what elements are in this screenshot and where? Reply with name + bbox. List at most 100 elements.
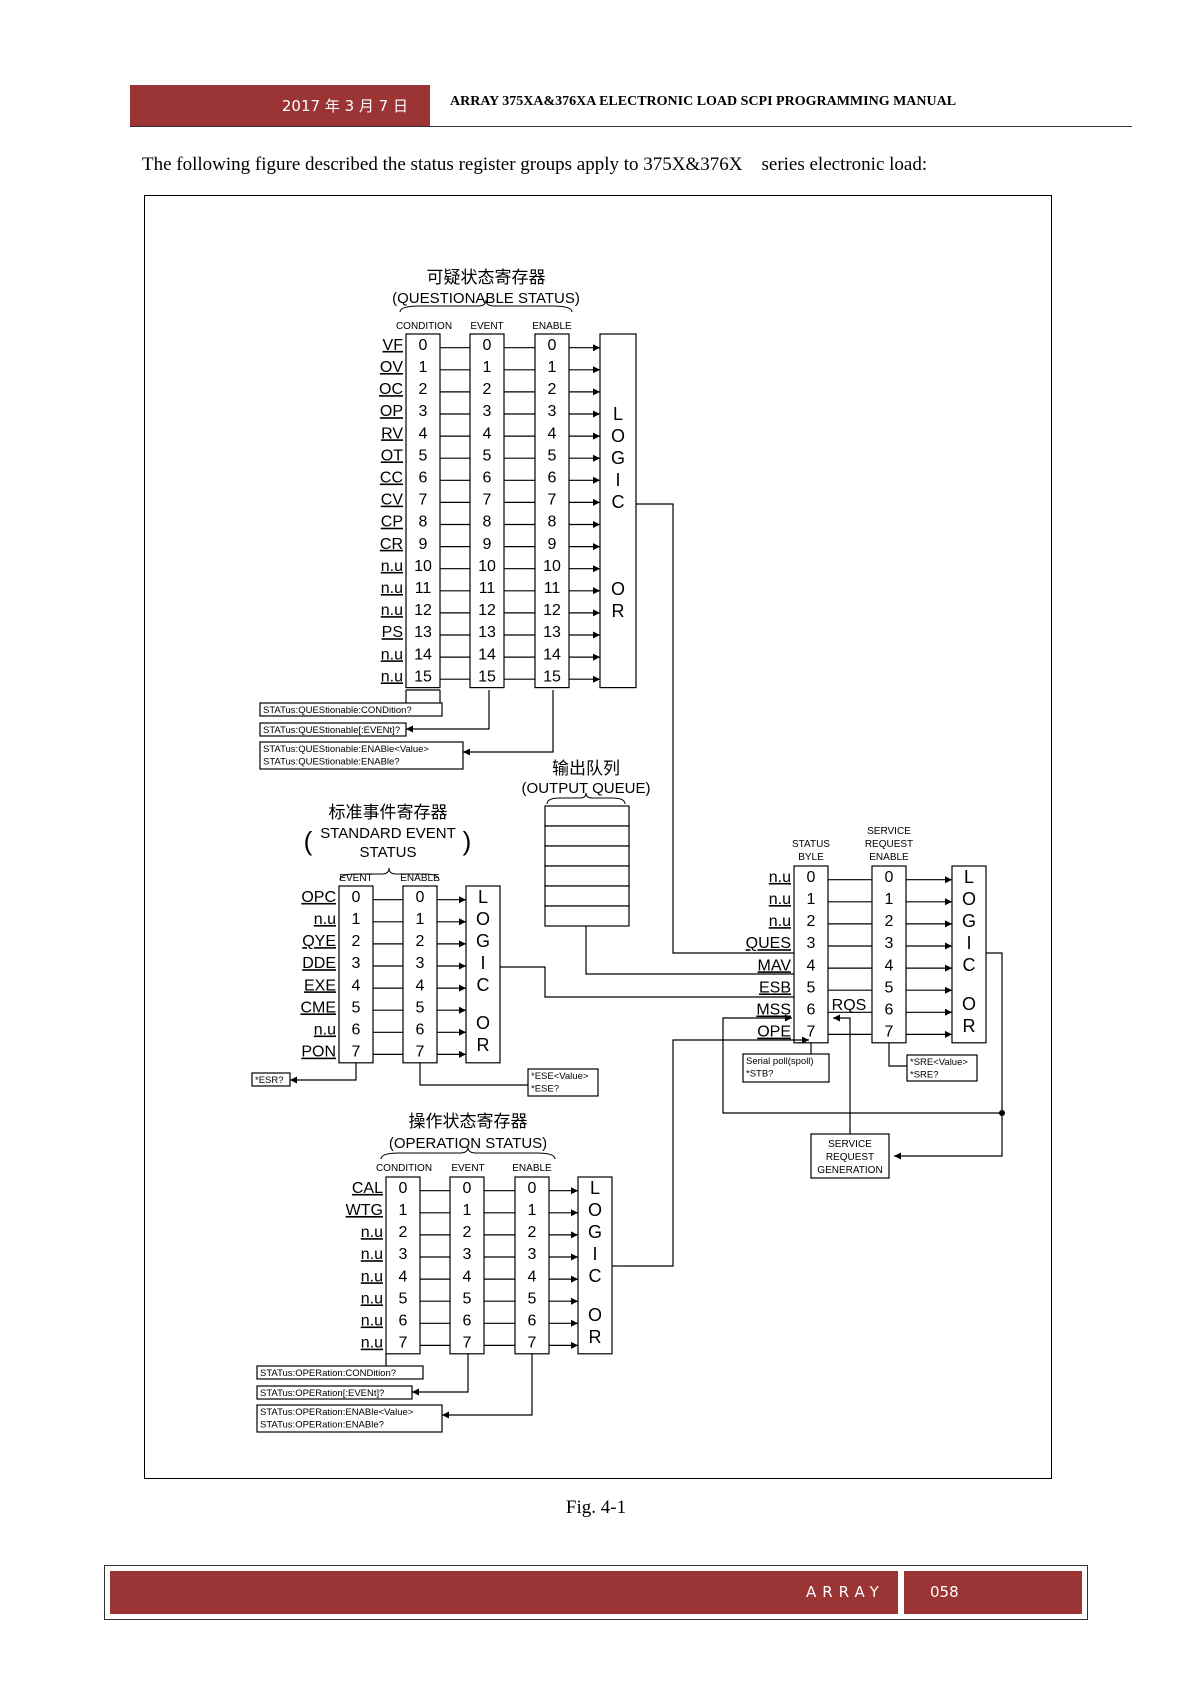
status-byte-bit-1-6: 6: [885, 1002, 894, 1019]
status-byte-label-3: QUES: [746, 935, 791, 952]
operation-column-0: [385, 1176, 421, 1355]
questionable-bit-1-11: 11: [479, 580, 496, 597]
operation-bit-0-0: 0: [399, 1180, 408, 1197]
operation-row-arrow: [571, 1209, 578, 1217]
status-byte-logic-letter: R: [963, 1016, 976, 1036]
questionable-bit-2-2: 2: [548, 381, 557, 398]
standard-title-cn: 标准事件寄存器: [329, 803, 448, 822]
operation-bit-2-7: 7: [528, 1335, 537, 1352]
operation-label-4: n.u: [361, 1268, 383, 1285]
questionable-bit-0-7: 7: [419, 492, 428, 509]
status-byte-logic-letter: I: [966, 933, 971, 953]
operation-bit-0-7: 7: [399, 1335, 408, 1352]
operation-row-arrow: [571, 1253, 578, 1261]
questionable-bit-0-11: 11: [415, 580, 432, 597]
operation-row-arrow: [571, 1187, 578, 1195]
operation-bit-2-2: 2: [528, 1224, 537, 1241]
standard-paren-close: ): [463, 826, 472, 856]
questionable-bit-2-15: 15: [543, 668, 561, 685]
status-byte-column-1: [871, 865, 907, 1044]
questionable-bit-2-9: 9: [548, 536, 557, 553]
questionable-bit-2-5: 5: [548, 447, 557, 464]
standard-title-en1: STANDARD EVENT: [320, 825, 456, 842]
status-byte-rqs: RQS: [832, 997, 867, 1014]
operation-label-6: n.u: [361, 1313, 383, 1330]
questionable-row-arrow: [593, 675, 600, 683]
cmd-link: [442, 1354, 533, 1416]
mss-feedback-line: [722, 1017, 1002, 1114]
status-byte-bit-1-7: 7: [885, 1024, 894, 1041]
questionable-bit-1-1: 1: [483, 359, 492, 376]
standard-bit-1-4: 4: [416, 977, 425, 994]
status-byte-row-arrow: [945, 898, 952, 906]
questionable-row-arrow: [593, 587, 600, 595]
questionable-cmd-enable-text: STATus:QUEStionable:ENABle<Value>: [263, 744, 429, 755]
status-byte-row-arrow: [945, 920, 952, 928]
standard-row-arrow: [459, 962, 466, 970]
questionable-cmd-condition: [259, 702, 443, 717]
operation-bit-2-1: 1: [528, 1202, 537, 1219]
questionable-bit-0-14: 14: [414, 646, 432, 663]
status-byte-row-arrow: [945, 942, 952, 950]
operation-label-3: n.u: [361, 1246, 383, 1263]
output-queue-slot: [544, 805, 630, 827]
output-queue-title-en: (OUTPUT QUEUE): [522, 780, 651, 797]
standard-row-arrow: [459, 896, 466, 904]
questionable-title-en: (QUESTIONABLE STATUS): [392, 290, 580, 307]
questionable-bit-2-6: 6: [548, 470, 557, 487]
questionable-bit-1-2: 2: [483, 381, 492, 398]
questionable-logic-letter: R: [612, 601, 625, 621]
operation-bit-1-1: 1: [463, 1202, 472, 1219]
questionable-bit-2-0: 0: [548, 337, 557, 354]
standard-title-en2: STATUS: [360, 844, 417, 861]
operation-row-arrow: [571, 1231, 578, 1239]
operation-row-arrow: [571, 1319, 578, 1327]
cmd-link: [290, 1063, 357, 1081]
standard-cmd-ese: [527, 1068, 599, 1097]
cmd-link: [406, 690, 490, 730]
questionable-cmd-enable: [259, 741, 464, 770]
operation-col-condition: CONDITION: [376, 1163, 432, 1174]
operation-bit-2-3: 3: [528, 1246, 537, 1263]
questionable-label-14: n.u: [381, 646, 403, 663]
questionable-bit-0-6: 6: [419, 470, 428, 487]
questionable-bit-2-3: 3: [548, 403, 557, 420]
questionable-label-7: CV: [381, 492, 404, 509]
questionable-bit-2-10: 10: [543, 558, 561, 575]
questionable-row-arrow: [593, 410, 600, 418]
questionable-label-4: RV: [381, 425, 403, 442]
status-byte-row-arrow: [945, 964, 952, 972]
standard-label-4: EXE: [304, 977, 336, 994]
output-queue-brace: [546, 792, 626, 805]
questionable-bit-0-8: 8: [419, 514, 428, 531]
questionable-bit-2-13: 13: [543, 624, 561, 641]
standard-cmd-esr-text: *ESR?: [255, 1075, 284, 1086]
questionable-bit-2-11: 11: [544, 580, 561, 597]
questionable-bit-0-15: 15: [414, 668, 432, 685]
operation-bit-1-5: 5: [463, 1290, 472, 1307]
standard-logic-letter: L: [478, 887, 488, 907]
operation-label-5: n.u: [361, 1290, 383, 1307]
questionable-bit-1-7: 7: [483, 492, 492, 509]
questionable-label-8: CP: [381, 514, 403, 531]
operation-title-cn: 操作状态寄存器: [409, 1112, 528, 1131]
questionable-bit-1-9: 9: [483, 536, 492, 553]
questionable-cmd-event: [259, 722, 407, 737]
status-byte-col-1: STATUS: [792, 839, 830, 850]
questionable-column-0: [405, 333, 441, 689]
questionable-bit-1-14: 14: [478, 646, 496, 663]
standard-bit-1-7: 7: [416, 1044, 425, 1061]
sre-cmd: [906, 1054, 978, 1082]
questionable-logic-letter: O: [611, 426, 625, 446]
standard-cmd-esr: [251, 1072, 291, 1087]
questionable-bit-1-4: 4: [483, 425, 492, 442]
output-queue-slot: [544, 865, 630, 887]
questionable-bit-1-15: 15: [478, 668, 496, 685]
operation-cmd-event-text: STATus:OPERation[:EVENt]?: [260, 1388, 384, 1399]
questionable-col-enable: ENABLE: [532, 321, 572, 332]
cmd-link: [888, 1043, 907, 1067]
operation-bit-0-5: 5: [399, 1290, 408, 1307]
status-byte-logic-letter: O: [962, 889, 976, 909]
standard-logic-letter: I: [480, 953, 485, 973]
